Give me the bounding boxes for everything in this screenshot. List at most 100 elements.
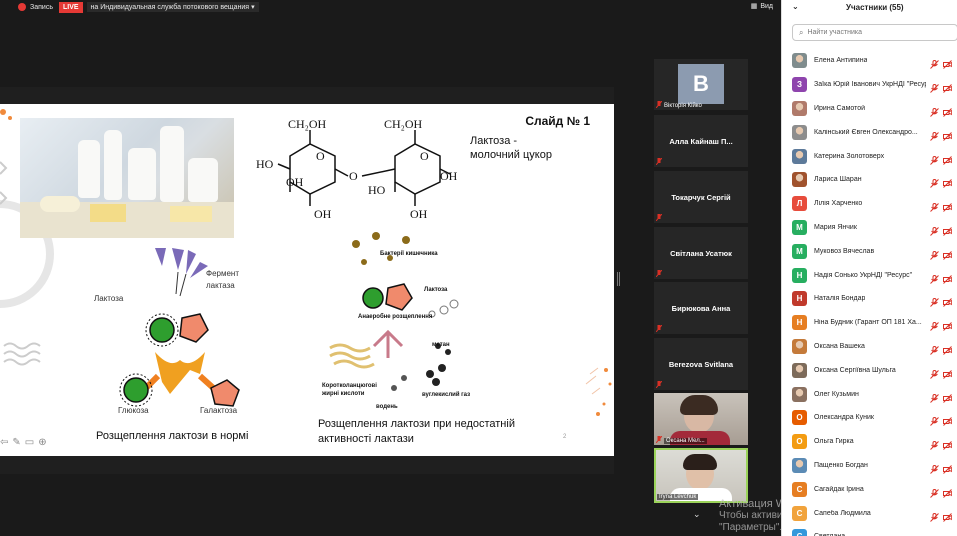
record-icon [18,3,26,11]
mic-muted-icon[interactable] [930,509,939,522]
pen-icon[interactable]: ✎ [12,437,21,448]
presentation-slide: Слайд № 1 [0,104,614,456]
chevron-down-icon[interactable]: ⌄ [693,509,701,519]
video-off-icon[interactable] [943,56,952,70]
participant-name: Лілія Харченко [814,200,863,208]
search-input[interactable]: ⌕ Найти участника [792,24,957,41]
video-off-icon[interactable] [943,247,952,260]
video-tile[interactable]: Світлана Усатюк [654,227,748,279]
participant-name: Ольга Гирка [814,438,854,446]
video-off-icon[interactable] [943,271,952,284]
video-tile-camera[interactable]: Оксана Мел... [654,393,748,445]
mic-muted-icon [656,381,662,388]
participant-row[interactable]: Калінський Євген Олександро... [782,120,957,144]
mic-muted-icon[interactable] [930,247,939,260]
participant-row[interactable]: Ирина Самотой [782,97,957,121]
mic-muted-icon[interactable] [930,390,939,403]
mic-muted-icon [656,214,662,221]
video-tile[interactable]: Berezova Svitlana [654,338,748,390]
participants-header: ⌄ Участники (55) [782,0,957,16]
video-tile[interactable]: Бирюкова Анна [654,282,748,334]
video-off-icon[interactable] [943,80,952,94]
video-off-icon[interactable] [943,366,952,379]
mic-muted-icon[interactable] [930,199,939,213]
mic-muted-icon[interactable] [930,461,939,474]
galactose-molecule [210,379,240,407]
video-off-icon[interactable] [943,318,952,332]
live-badge[interactable]: LIVE [58,1,83,13]
mic-muted-icon[interactable] [930,80,939,94]
video-off-icon[interactable] [943,175,952,189]
video-off-icon[interactable] [943,128,952,141]
tile-name: Вікторія Кійко [664,103,702,109]
participant-row[interactable]: Олег Кузьмин [782,382,957,406]
mic-muted-icon[interactable] [930,437,939,450]
video-off-icon[interactable] [943,509,952,522]
mic-muted-icon[interactable] [930,318,939,332]
video-off-icon[interactable] [943,532,952,536]
mic-muted-icon[interactable] [930,128,939,141]
resize-handle[interactable] [617,272,620,286]
video-off-icon[interactable] [943,390,952,403]
video-off-icon[interactable] [943,437,952,450]
avatar: С [792,481,807,497]
lactose-small-label: Лактоза [424,287,448,293]
video-off-icon[interactable] [943,461,952,474]
video-tile[interactable]: Токарчук Сергій [654,171,748,223]
mic-muted-icon[interactable] [930,175,939,189]
collapse-chevron-icon[interactable]: ⌄ [792,2,799,11]
participant-row[interactable]: Пащенко Богдан [782,454,957,478]
mic-muted-icon[interactable] [930,104,939,117]
video-off-icon[interactable] [943,294,952,308]
video-tile[interactable]: В Вікторія Кійко [654,59,748,110]
mic-muted-icon[interactable] [930,413,939,427]
video-tile[interactable]: Алла Кайнаш П... [654,115,748,167]
mic-muted-icon[interactable] [930,56,939,70]
participant-row[interactable]: Оксана Вашека [782,335,957,359]
participant-row[interactable]: Оксана Сергіївна Шульга [782,358,957,382]
video-off-icon[interactable] [943,152,952,165]
record-indicator[interactable]: Запись [18,3,53,11]
participant-row[interactable]: Катерина Золотоверх [782,144,957,168]
zoom-icon[interactable]: ⊕ [38,437,47,448]
video-off-icon[interactable] [943,199,952,213]
participant-row[interactable]: ССветлана [782,525,957,536]
mic-muted-icon[interactable] [930,532,939,536]
stream-service-dropdown[interactable]: на Индивидуальная служба потокового веща… [86,2,259,12]
participant-row[interactable]: Елена Антипина [782,49,957,73]
participant-row[interactable]: Лариса Шаран [782,168,957,192]
mic-muted-icon[interactable] [930,223,939,236]
video-off-icon[interactable] [943,342,952,355]
back-arrow-icon[interactable]: ⇦ [0,437,9,448]
glucose-molecule [119,373,153,407]
mic-muted-icon[interactable] [930,485,939,498]
mic-muted-icon[interactable] [930,152,939,165]
participant-name: Елена Антипина [814,57,868,65]
avatar [792,148,807,164]
video-tile-active-speaker[interactable]: Iryna Levchuk [654,448,748,503]
mic-muted-icon [656,101,662,108]
avatar: С [792,529,807,536]
mic-muted-icon[interactable] [930,294,939,308]
mic-muted-icon[interactable] [930,366,939,379]
video-off-icon[interactable] [943,413,952,427]
screen-icon[interactable]: ▭ [24,437,35,448]
mic-muted-icon[interactable] [930,271,939,284]
mic-muted-icon[interactable] [930,342,939,355]
view-button[interactable]: ▦ Вид [751,2,773,11]
video-off-icon[interactable] [943,223,952,236]
video-off-icon[interactable] [943,485,952,498]
video-off-icon[interactable] [943,104,952,117]
stream-service-label: на Индивидуальная служба потокового веща… [90,4,250,11]
